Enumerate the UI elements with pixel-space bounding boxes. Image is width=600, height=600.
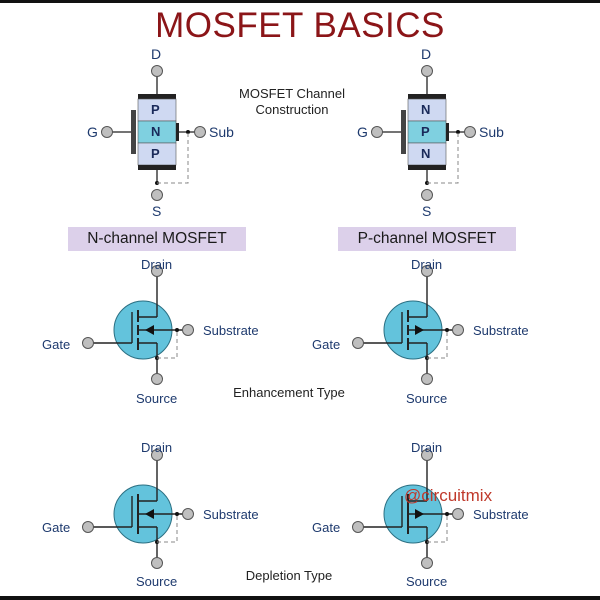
depletion-type-label: Depletion Type xyxy=(245,568,333,583)
arrow-out-icon xyxy=(415,325,424,335)
drain-terminal xyxy=(421,449,433,461)
bottom-border xyxy=(0,596,600,600)
substrate-terminal xyxy=(452,324,464,336)
gate-terminal xyxy=(82,337,94,349)
n-source-label: S xyxy=(152,203,162,219)
substrate-link xyxy=(427,514,448,543)
n-layer-bot: P xyxy=(151,146,160,161)
p-layer-top: N xyxy=(421,102,431,117)
n-dep-drain-label: Drain xyxy=(141,440,173,455)
substrate-link xyxy=(157,514,178,543)
p-enh-gate-label: Gate xyxy=(312,337,341,352)
n-channel-depletion-symbol xyxy=(82,449,194,569)
sub-terminal xyxy=(464,126,476,138)
n-layer-top: P xyxy=(151,102,160,117)
n-drain-label: D xyxy=(151,46,162,62)
n-enh-source-label: Source xyxy=(136,391,178,406)
n-channel-construction xyxy=(101,65,206,201)
substrate-terminal xyxy=(182,324,194,336)
enhancement-type-label: Enhancement Type xyxy=(233,385,345,400)
n-enh-substrate-label: Substrate xyxy=(203,323,259,338)
p-sub-label: Sub xyxy=(479,124,504,140)
substrate-terminal xyxy=(182,508,194,520)
source-terminal xyxy=(421,557,433,569)
p-enh-drain-label: Drain xyxy=(411,257,443,272)
p-channel-construction xyxy=(371,65,476,201)
n-dep-source-label: Source xyxy=(136,574,178,589)
n-channel-header: N-channel MOSFET xyxy=(68,227,246,251)
gate-terminal xyxy=(352,337,364,349)
gate-terminal xyxy=(371,126,383,138)
gate-terminal xyxy=(352,521,364,533)
n-layer-mid: N xyxy=(151,124,161,139)
drain-terminal xyxy=(151,265,163,277)
gate-terminal xyxy=(101,126,113,138)
substrate-link xyxy=(157,330,178,359)
p-drain-label: D xyxy=(421,46,432,62)
page-title: MOSFET BASICS xyxy=(155,6,445,45)
n-dep-gate-label: Gate xyxy=(42,520,71,535)
n-channel-enhancement-symbol xyxy=(82,265,194,385)
p-channel-header: P-channel MOSFET xyxy=(338,227,516,251)
sub-plate xyxy=(176,123,179,141)
watermark: @circuitmix xyxy=(404,486,493,505)
n-enh-drain-label: Drain xyxy=(141,257,173,272)
gate-plate xyxy=(401,110,406,154)
drain-plate xyxy=(138,94,176,99)
p-layer-bot: N xyxy=(421,146,431,161)
arrow-in-icon xyxy=(145,325,154,335)
gate-terminal xyxy=(82,521,94,533)
drain-terminal xyxy=(421,65,433,77)
p-dep-source-label: Source xyxy=(406,574,448,589)
arrow-out-icon xyxy=(415,509,424,519)
p-dep-drain-label: Drain xyxy=(411,440,443,455)
p-enh-source-label: Source xyxy=(406,391,448,406)
source-terminal xyxy=(151,373,163,385)
n-gate-label: G xyxy=(87,124,98,140)
drain-terminal xyxy=(151,65,163,77)
arrow-in-icon xyxy=(145,509,154,519)
n-dep-substrate-label: Substrate xyxy=(203,507,259,522)
sub-terminal xyxy=(194,126,206,138)
p-dep-substrate-label: Substrate xyxy=(473,507,529,522)
p-enh-substrate-label: Substrate xyxy=(473,323,529,338)
substrate-terminal xyxy=(452,508,464,520)
substrate-link xyxy=(427,330,448,359)
source-terminal xyxy=(151,557,163,569)
drain-terminal xyxy=(151,449,163,461)
drain-terminal xyxy=(421,265,433,277)
construction-caption-1: MOSFET Channel xyxy=(239,86,345,101)
source-terminal xyxy=(151,189,163,201)
source-terminal xyxy=(421,373,433,385)
p-channel-depletion-symbol xyxy=(352,449,464,569)
p-dep-gate-label: Gate xyxy=(312,520,341,535)
top-border xyxy=(0,0,600,3)
p-layer-mid: P xyxy=(421,124,430,139)
gate-plate xyxy=(131,110,136,154)
p-channel-enhancement-symbol xyxy=(352,265,464,385)
source-terminal xyxy=(421,189,433,201)
p-source-label: S xyxy=(422,203,432,219)
n-enh-gate-label: Gate xyxy=(42,337,71,352)
n-sub-label: Sub xyxy=(209,124,234,140)
p-gate-label: G xyxy=(357,124,368,140)
construction-caption-2: Construction xyxy=(255,102,329,117)
source-plate xyxy=(138,165,176,170)
